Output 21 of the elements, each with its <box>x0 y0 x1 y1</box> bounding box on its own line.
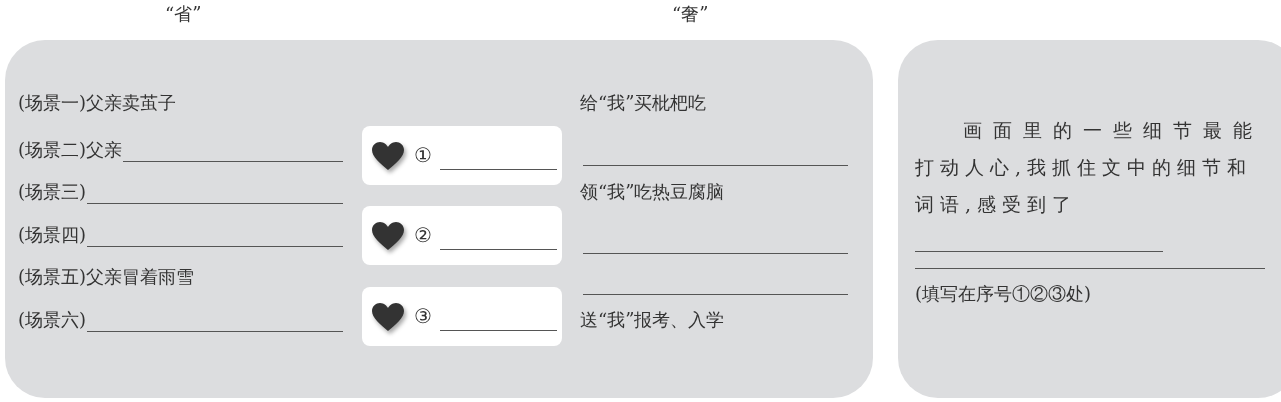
column-heading: “省” <box>165 2 202 26</box>
answer-card <box>362 287 562 346</box>
column-heading: “奢” <box>672 2 709 26</box>
scene-text: (场景二)父亲 <box>18 138 123 162</box>
scene-text: (场景三) <box>18 180 87 204</box>
scene-text: 给“我”买枇杷吃 <box>580 91 707 115</box>
scene-text: (场景五)父亲冒着雨雪 <box>18 265 195 289</box>
number-mark: ② <box>414 223 432 247</box>
scene-text: (场景四) <box>18 223 87 247</box>
answer-card <box>362 126 562 185</box>
paragraph-text: 画面里的一些细节最能打动人心,我抓住文中的细节和词语,感受到了 <box>915 119 1263 215</box>
scene-text: 送“我”报考、入学 <box>580 308 725 332</box>
number-mark: ① <box>414 143 432 167</box>
note-text: (填写在序号①②③处) <box>915 282 1092 306</box>
scene-text: 领“我”吃热豆腐脑 <box>580 180 725 204</box>
rounded-panel <box>898 40 1281 398</box>
scene-text: (场景一)父亲卖茧子 <box>18 91 177 115</box>
rounded-panel <box>5 40 873 398</box>
number-mark: ③ <box>414 304 432 328</box>
answer-card <box>362 206 562 265</box>
scene-text: (场景六) <box>18 308 87 332</box>
